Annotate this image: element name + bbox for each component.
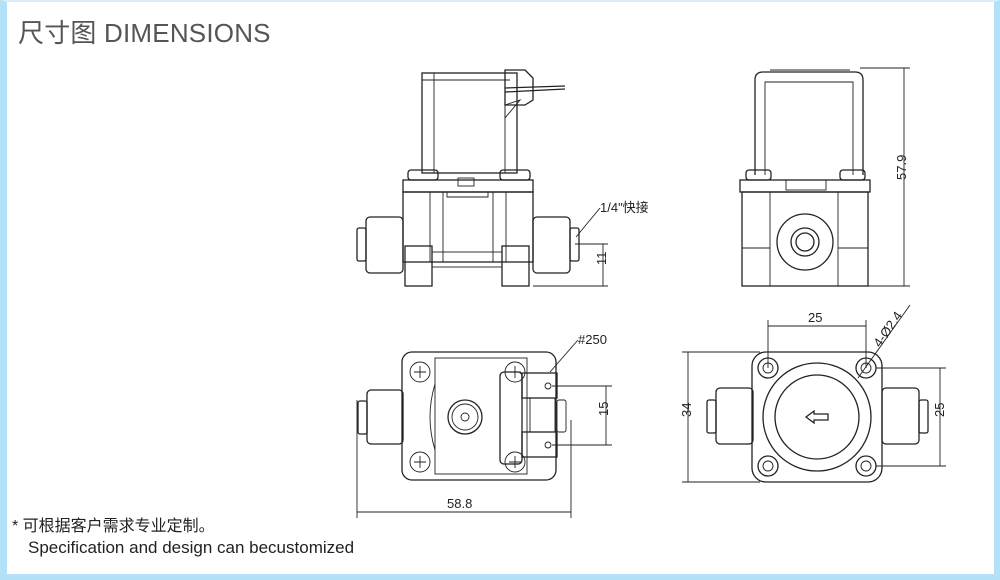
front-coil xyxy=(421,72,518,174)
front-view: 1/4"快接 11 xyxy=(356,69,649,287)
dim-total-height: 57.9 xyxy=(894,155,909,180)
dim-body-height: 34 xyxy=(679,403,694,417)
side-body xyxy=(741,191,869,287)
terminal-callout: #250 xyxy=(578,332,607,347)
front-body xyxy=(402,191,534,263)
side-view: 57.9 xyxy=(739,67,910,287)
dim-terminal-spacing: 15 xyxy=(596,402,611,416)
flow-arrow-icon xyxy=(804,409,829,425)
dim-hole-vertical: 25 xyxy=(932,403,947,417)
dim-hole-spacing: 25 xyxy=(808,310,822,325)
side-coil xyxy=(754,71,864,175)
top-view: #250 15 58.8 xyxy=(356,332,612,518)
side-port-outer xyxy=(776,213,834,271)
front-fitting-left xyxy=(365,216,404,274)
top-center-boss xyxy=(447,399,483,435)
custom-note-cn: * 可根据客户需求专业定制。 xyxy=(12,518,215,535)
fitting-callout: 1/4"快接 xyxy=(600,200,649,215)
mount-hole-icons xyxy=(757,357,877,477)
custom-note-en: Specification and design can becustomize… xyxy=(28,538,355,557)
hole-spec-callout: 4-Ø2.4 xyxy=(870,309,905,350)
front-fitting-right xyxy=(532,216,571,274)
dim-fitting-height: 11 xyxy=(594,252,609,266)
top-body xyxy=(401,351,557,481)
page-title: 尺寸图 DIMENSIONS xyxy=(18,18,271,48)
screw-icons xyxy=(409,361,526,473)
bottom-view: 25 4-Ø2.4 34 25 xyxy=(679,304,947,483)
bottom-center-disc xyxy=(774,374,860,460)
dim-total-width: 58.8 xyxy=(447,496,472,511)
